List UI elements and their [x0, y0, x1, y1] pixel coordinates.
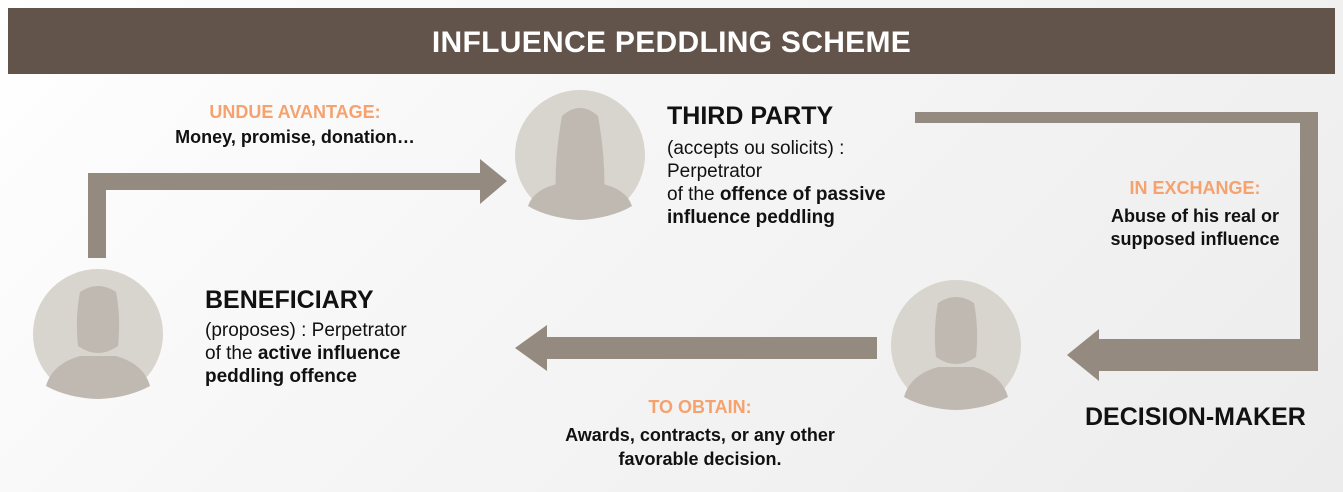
female-silhouette-icon — [528, 108, 632, 220]
third-party-description: (accepts ou solicits) : Perpetrator of t… — [667, 137, 987, 229]
third-party-avatar — [515, 90, 645, 220]
male-silhouette-icon — [904, 297, 1008, 410]
undue-advantage-label: UNDUE AVANTAGE: Money, promise, donation… — [100, 102, 490, 148]
third-party-title: THIRD PARTY — [667, 102, 834, 130]
beneficiary-line-2: of the active influence — [205, 342, 505, 365]
beneficiary-description: (proposes) : Perpetrator of the active i… — [205, 319, 505, 388]
in-exchange-line-1: Abuse of his real or — [1110, 206, 1280, 226]
third-party-line-1: (accepts ou solicits) : — [667, 138, 845, 159]
beneficiary-line-1: (proposes) : Perpetrator — [205, 320, 407, 341]
decision-maker-avatar — [891, 280, 1021, 410]
third-party-line-3-bold: offence of passive — [719, 184, 886, 205]
third-party-block: THIRD PARTY (accepts ou solicits) : Perp… — [667, 102, 987, 229]
in-exchange-line-2: supposed influence — [1110, 229, 1280, 249]
decision-maker-block: DECISION-MAKER — [1085, 403, 1335, 432]
undue-advantage-text: Money, promise, donation… — [175, 127, 415, 147]
beneficiary-line-3: peddling offence — [205, 365, 505, 388]
arrow-third-party-to-decision-maker — [915, 112, 1318, 381]
third-party-line-2: Perpetrator — [667, 161, 763, 182]
arrow-decision-maker-to-beneficiary — [515, 325, 877, 371]
in-exchange-heading: IN EXCHANGE: — [1129, 178, 1261, 198]
beneficiary-line-3-bold: peddling offence — [205, 366, 357, 387]
to-obtain-label: TO OBTAIN: Awards, contracts, or any oth… — [490, 397, 910, 471]
beneficiary-line-2-prefix: of the — [205, 343, 258, 364]
in-exchange-label: IN EXCHANGE: Abuse of his real or suppos… — [1070, 178, 1320, 251]
beneficiary-block: BENEFICIARY (proposes) : Perpetrator of … — [205, 286, 505, 388]
undue-advantage-heading: UNDUE AVANTAGE: — [209, 102, 381, 122]
third-party-line-4: influence peddling — [667, 206, 987, 229]
beneficiary-line-2-bold: active influence — [257, 343, 401, 364]
to-obtain-heading: TO OBTAIN: — [648, 397, 752, 417]
beneficiary-title: BENEFICIARY — [205, 286, 374, 314]
to-obtain-line-1: Awards, contracts, or any other — [565, 425, 835, 445]
decision-maker-title: DECISION-MAKER — [1085, 403, 1306, 431]
arrow-beneficiary-to-third-party — [88, 159, 507, 258]
third-party-line-3-prefix: of the — [667, 184, 720, 205]
to-obtain-line-2: favorable decision. — [618, 449, 782, 469]
page-title: INFLUENCE PEDDLING SCHEME — [431, 26, 912, 59]
third-party-line-3: of the offence of passive — [667, 183, 987, 206]
male-silhouette-icon — [46, 286, 150, 399]
header-bar: INFLUENCE PEDDLING SCHEME — [8, 8, 1335, 74]
beneficiary-avatar — [33, 269, 163, 399]
third-party-line-4-bold: influence peddling — [667, 207, 835, 228]
